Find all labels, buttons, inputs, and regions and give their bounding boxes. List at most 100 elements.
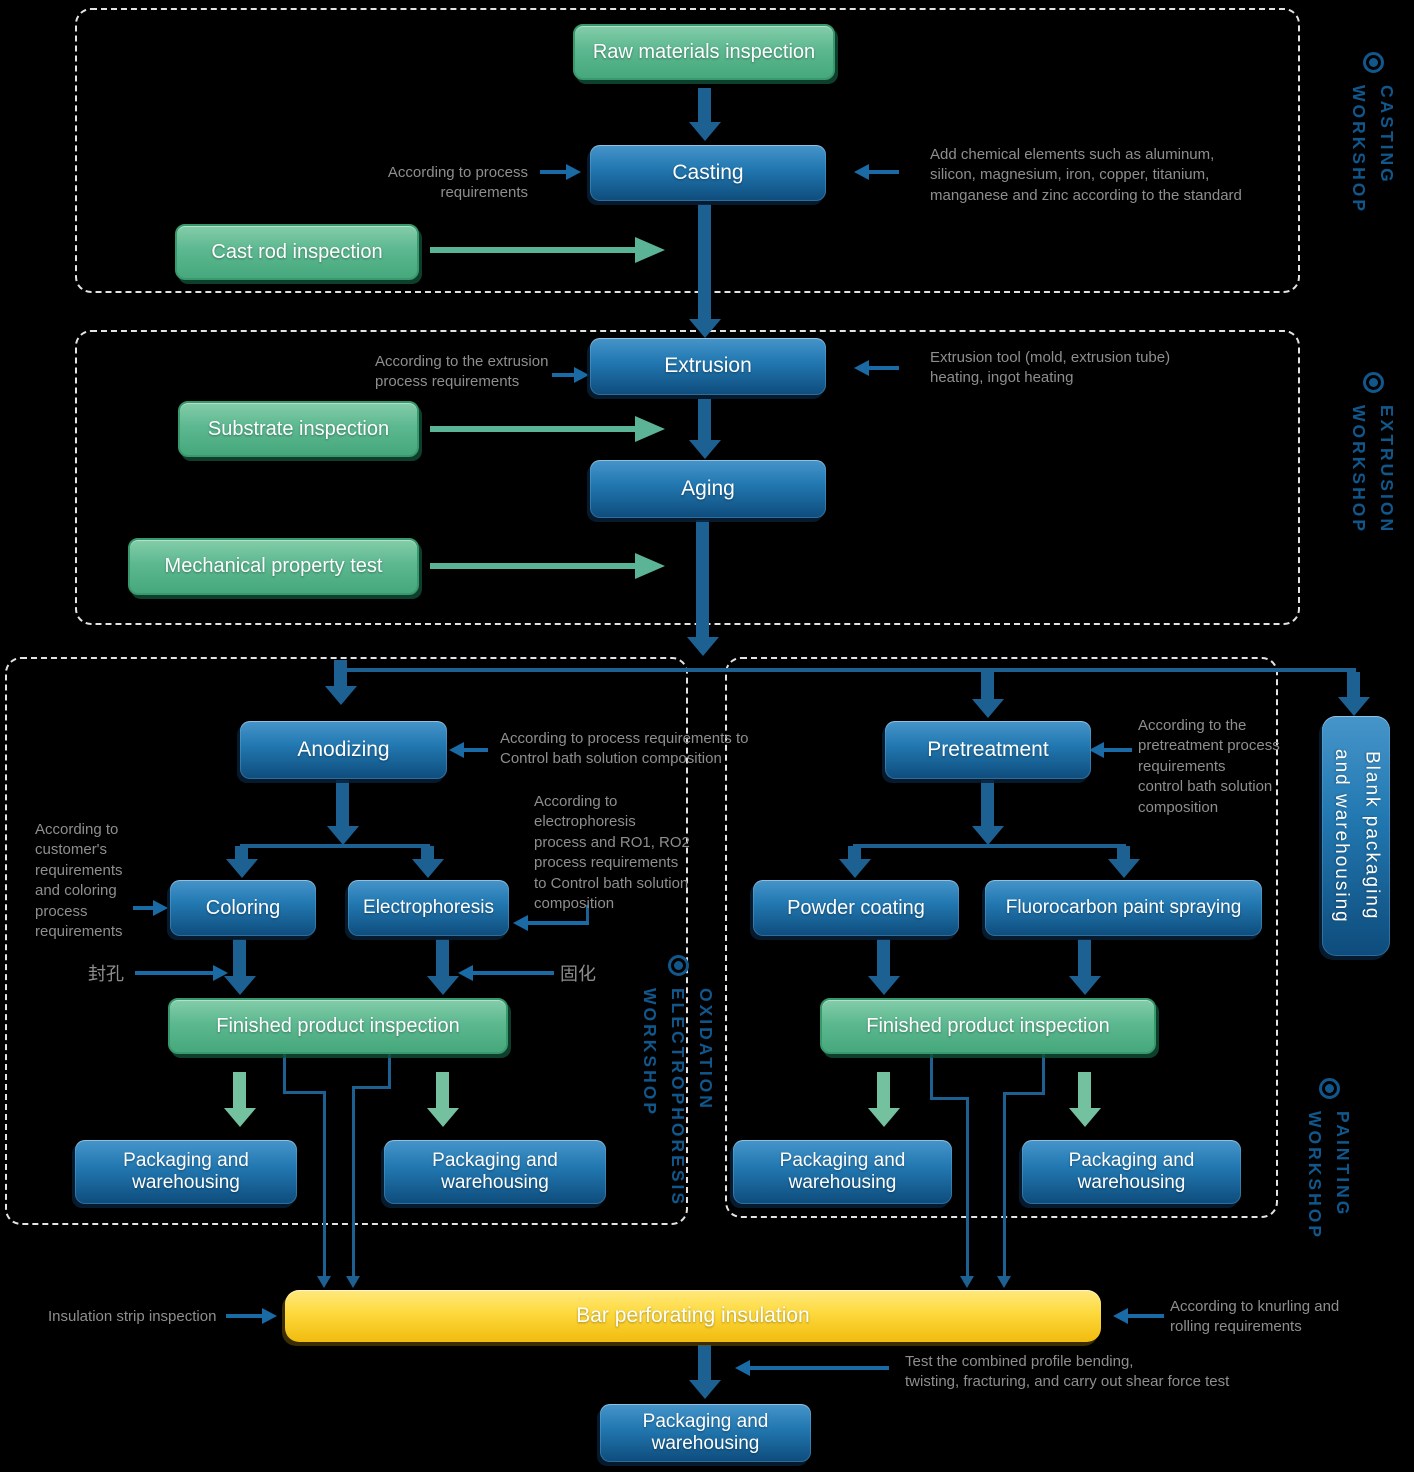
connector-right-b-v1: [1042, 1053, 1045, 1095]
node-packaging-left-1: Packaging and warehousing: [75, 1140, 297, 1204]
node-cast-rod-inspection: Cast rod inspection: [175, 224, 419, 280]
arrow-substrate-inspection: [430, 426, 635, 432]
annotation-coloring-requirements: According to customer's requirements and…: [35, 821, 123, 940]
connector-left-b-v2: [352, 1086, 355, 1276]
painting-workshop-section: [725, 657, 1278, 1218]
arrow-finished-left-pkg1: [233, 1072, 246, 1108]
annotation-anodizing-requirements: According to process requirements to Con…: [500, 730, 749, 768]
annotation-process-requirements: According to process requirements: [387, 164, 528, 202]
arrow-process-req: [540, 170, 566, 174]
arrow-split-to-fluorocarbon: [1117, 846, 1130, 859]
arrow-knurling: [1128, 1314, 1164, 1318]
arrow-powder-down: [877, 939, 890, 976]
connector-left-a-v2: [323, 1091, 326, 1276]
arrow-fluorocarbon-down: [1078, 939, 1091, 976]
annotation-extrusion-requirements: According to the extrusion process requi…: [375, 353, 549, 391]
node-fluorocarbon-spraying: Fluorocarbon paint spraying: [985, 880, 1262, 936]
annotation-electrophoresis-requirements: According to electrophoresis process and…: [534, 793, 690, 912]
arrow-aging-to-branch: [696, 520, 709, 637]
connector-left-b-h: [352, 1086, 391, 1089]
arrow-branch-to-blank-packaging: [1347, 672, 1360, 697]
node-powder-coating: Powder coating: [753, 880, 959, 936]
connector-left-a-head: [317, 1276, 331, 1288]
casting-workshop-section: [75, 8, 1300, 293]
arrow-anodizing-req: [464, 748, 488, 752]
arrow-mechanical-test: [430, 563, 635, 569]
node-substrate-inspection: Substrate inspection: [178, 401, 419, 457]
node-coloring: Coloring: [170, 880, 316, 936]
extrusion-workshop-section: [75, 330, 1300, 625]
annotation-insulation-inspection: Insulation strip inspection: [48, 1308, 217, 1325]
node-finished-inspection-right: Finished product inspection: [820, 998, 1156, 1054]
arrow-bar-to-packaging: [698, 1345, 711, 1380]
workshop-label-text: CASTING WORKSHOP: [1349, 85, 1397, 214]
arrow-coloring-down: [233, 939, 246, 976]
arrow-shear-test: [750, 1366, 889, 1370]
arrow-split-to-powder: [848, 846, 861, 859]
label-extrusion-workshop: EXTRUSION WORKSHOP: [1336, 372, 1410, 534]
arrow-add-chemicals: [869, 170, 899, 174]
target-icon: [667, 955, 689, 976]
node-aging: Aging: [590, 460, 826, 518]
arrow-extrusion-to-aging: [698, 399, 711, 440]
arrow-extrusion-tool: [869, 366, 899, 370]
connector-right-a-v1: [930, 1053, 933, 1100]
split-line-anodizing: [240, 844, 430, 848]
arrow-split-to-electrophoresis: [421, 846, 434, 859]
arrow-anodizing-down: [336, 780, 349, 826]
arrow-electro-req-elbow: [586, 905, 589, 925]
arrow-raw-to-casting: [698, 88, 711, 122]
oxidation-workshop-section: [5, 657, 688, 1225]
arrow-cast-rod-inspection: [430, 247, 635, 253]
node-extrusion: Extrusion: [590, 338, 826, 395]
label-oxidation-workshop: OXIDATION ELECTROPHORESIS WORKSHOP: [636, 955, 720, 1207]
connector-left-a-h: [283, 1091, 326, 1094]
annotation-sealing: 封孔: [88, 964, 124, 984]
node-raw-materials-inspection: Raw materials inspection: [573, 24, 835, 80]
connector-right-b-v2: [1003, 1092, 1006, 1276]
arrow-coloring-req: [133, 906, 153, 910]
label-casting-workshop: CASTING WORKSHOP: [1336, 52, 1410, 214]
arrow-pretreatment-req: [1104, 748, 1132, 752]
connector-left-b-v1: [388, 1053, 391, 1089]
node-packaging-right-2: Packaging and warehousing: [1022, 1140, 1241, 1204]
split-line-pretreatment: [853, 844, 1126, 848]
arrow-sealing: [135, 971, 213, 975]
connector-right-a-head: [960, 1276, 974, 1288]
node-mechanical-property-test: Mechanical property test: [128, 538, 419, 595]
annotation-extrusion-tool: Extrusion tool (mold, extrusion tube) he…: [930, 349, 1171, 387]
annotation-curing: 固化: [560, 964, 596, 984]
target-icon: [1362, 372, 1384, 393]
workshop-label-text: PAINTING WORKSHOP: [1305, 1111, 1353, 1240]
arrow-electrophoresis-down: [436, 939, 449, 976]
node-casting: Casting: [590, 145, 826, 201]
arrow-curing: [473, 971, 554, 975]
arrow-electro-req: [528, 921, 589, 925]
connector-left-b-head: [346, 1276, 360, 1288]
arrow-casting-to-extrusion: [698, 204, 711, 319]
node-finished-inspection-left: Finished product inspection: [168, 998, 508, 1054]
node-bar-perforating-insulation: Bar perforating insulation: [285, 1290, 1101, 1342]
arrow-pretreatment-down: [981, 780, 994, 826]
arrow-finished-right-pkg2: [1078, 1072, 1091, 1108]
annotation-knurling: According to knurling and rolling requir…: [1170, 1298, 1340, 1336]
branch-line-main: [338, 668, 1356, 672]
arrow-finished-right-pkg1: [877, 1072, 890, 1108]
connector-right-b-h: [1003, 1092, 1045, 1095]
workshop-label-text: EXTRUSION WORKSHOP: [1349, 405, 1397, 535]
annotation-add-chemicals: Add chemical elements such as aluminum, …: [930, 146, 1242, 204]
arrow-finished-left-pkg2: [436, 1072, 449, 1108]
connector-right-a-v2: [966, 1097, 969, 1276]
node-packaging-bottom: Packaging and warehousing: [600, 1404, 811, 1462]
node-pretreatment: Pretreatment: [885, 721, 1091, 779]
node-packaging-left-2: Packaging and warehousing: [384, 1140, 606, 1204]
node-electrophoresis: Electrophoresis: [348, 880, 509, 936]
annotation-pretreatment-requirements: According to the pretreatment process re…: [1138, 717, 1280, 816]
connector-left-a-v1: [283, 1053, 286, 1094]
node-blank-packaging: Blank packaging and warehousing: [1322, 716, 1390, 956]
arrow-extrusion-req: [552, 373, 574, 377]
target-icon: [1362, 52, 1384, 73]
target-icon: [1318, 1078, 1340, 1099]
arrow-branch-to-pretreatment: [981, 672, 994, 699]
